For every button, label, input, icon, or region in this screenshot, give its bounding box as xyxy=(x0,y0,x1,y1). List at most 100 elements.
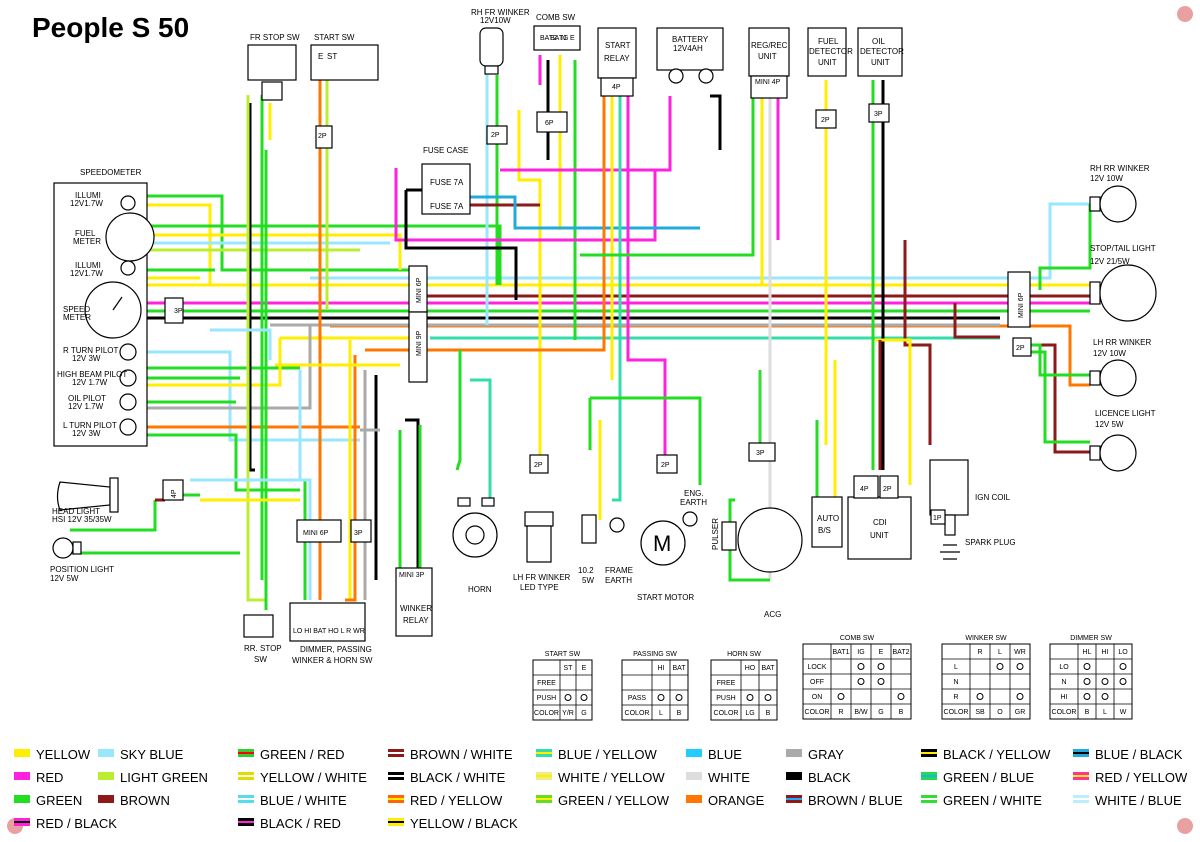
dimmer-block-label-2: WINKER & HORN SW xyxy=(292,656,373,665)
oil-detector-label-2: DETECTOR xyxy=(860,47,904,56)
switch-table-cell: Y/R xyxy=(562,710,574,717)
start-motor xyxy=(640,520,686,566)
legend-stripe xyxy=(238,798,254,800)
legend-item: ORANGE xyxy=(686,793,765,808)
high-beam-label-2: 12V 1.7W xyxy=(72,378,108,387)
frame-earth-label-1: FRAME xyxy=(605,566,633,575)
legend-swatch xyxy=(686,795,702,803)
dimmer-block-label-1: DIMMER, PASSING xyxy=(300,645,372,654)
motor-m-label: M xyxy=(653,531,671,556)
rr-stop-label-1: RR. STOP xyxy=(244,644,282,653)
fuel-detector-unit xyxy=(807,27,847,77)
legend-item: SKY BLUE xyxy=(98,747,184,762)
conn-2p-lhfr: 2P xyxy=(534,462,543,469)
legend-item: WHITE xyxy=(686,770,750,785)
dimmer-terms-label: LO HI BAT HO L R WR xyxy=(293,628,365,635)
switch-table-title: PASSING SW xyxy=(633,651,677,658)
start-relay-label-1: START xyxy=(605,41,631,50)
legend-label: LIGHT GREEN xyxy=(120,770,208,785)
licence-light-label-2: 12V 5W xyxy=(1095,420,1124,429)
legend-label: BLACK / WHITE xyxy=(410,770,506,785)
contact-mark xyxy=(675,694,683,701)
conn-3p-dimmer: 3P xyxy=(354,530,363,537)
legend-item: GREEN / RED xyxy=(238,747,345,762)
switch-table-cell: BAT xyxy=(761,665,775,672)
switch-table-cell: COLOR xyxy=(805,709,830,716)
legend-label: BLUE xyxy=(708,747,742,762)
switch-table-cell: HI xyxy=(658,665,665,672)
high-beam-label-1: HIGH BEAM PILOT xyxy=(57,370,127,379)
conn-2p-fuel: 2P xyxy=(821,117,830,124)
legend-stripe xyxy=(388,752,404,754)
auto-bs-label-2: B/S xyxy=(818,526,831,535)
conn-4p-relay: 4P xyxy=(612,84,621,91)
eng-earth-label-1: ENG. xyxy=(684,489,704,498)
switch-table-cell: SB xyxy=(975,709,985,716)
lh-fr-winker-label-1: LH FR WINKER xyxy=(513,573,571,582)
cdi-label-2: UNIT xyxy=(870,531,889,540)
legend-stripe xyxy=(1073,775,1089,777)
legend-label: RED / YELLOW xyxy=(1095,770,1188,785)
legend-swatch xyxy=(686,749,702,757)
fuel-meter-label-2: METER xyxy=(73,237,101,246)
switch-table-cell: B xyxy=(766,710,771,717)
legend-item: BLACK / YELLOW xyxy=(921,747,1051,762)
legend-item: RED xyxy=(14,770,63,785)
switch-table-cell: WR xyxy=(1014,649,1026,656)
switch-table-cell: FREE xyxy=(537,680,556,687)
r-turn-pilot-label-2: 12V 3W xyxy=(72,354,101,363)
conn-3p-speedo: 3P xyxy=(174,308,183,315)
switch-table-cell: BAT1 xyxy=(833,649,850,656)
conn-mini4p-regrec: MINI 4P xyxy=(755,79,781,86)
legend-item: YELLOW xyxy=(14,747,91,762)
legend-label: GREEN / WHITE xyxy=(943,793,1042,808)
legend-item: BROWN xyxy=(98,793,170,808)
speedometer xyxy=(53,182,155,447)
lh-rr-winker xyxy=(1089,359,1137,397)
start-sw-label: START SW xyxy=(314,33,355,42)
legend-stripe xyxy=(388,798,404,800)
position-light xyxy=(52,537,82,559)
ign-coil xyxy=(929,459,969,560)
legend-label: GREEN xyxy=(36,793,82,808)
switch-table-cell: B xyxy=(899,709,904,716)
oil-detector-label-3: UNIT xyxy=(871,58,890,67)
switch-table-cell: FREE xyxy=(717,680,736,687)
switch-table-cell: OFF xyxy=(810,679,824,686)
conn-2p-rear: 2P xyxy=(1016,345,1025,352)
eng-earth-label-2: EARTH xyxy=(680,498,707,507)
conn-mini6p-rear: MINI 6P xyxy=(1018,292,1025,318)
rr-stop-switch xyxy=(243,614,274,638)
switch-table-cell: W xyxy=(1120,709,1127,716)
conn-2p-cdi: 2P xyxy=(883,486,892,493)
comb-term-e: E xyxy=(570,35,575,42)
switch-table-cell: ON xyxy=(812,694,823,701)
contact-mark xyxy=(976,693,984,700)
legend-item: BLACK / WHITE xyxy=(388,770,506,785)
legend-item: WHITE / YELLOW xyxy=(536,770,665,785)
legend-stripe xyxy=(1073,752,1089,754)
fuse2-label: FUSE 7A xyxy=(430,202,464,211)
acg-label: ACG xyxy=(764,610,781,619)
rh-fr-winker xyxy=(479,27,504,75)
contact-mark xyxy=(1101,678,1109,685)
pulser-label: PULSER xyxy=(711,518,720,550)
oil-detector-unit xyxy=(857,27,903,77)
conn-mini6p-center: MINI 6P xyxy=(416,277,423,303)
battery-label-2: 12V4AH xyxy=(673,44,703,53)
legend-stripe xyxy=(14,821,30,823)
auto-bs xyxy=(811,496,843,548)
reg-rec-label-1: REG/REC xyxy=(751,41,788,50)
legend-label: SKY BLUE xyxy=(120,747,184,762)
switch-table-cell: R xyxy=(953,694,958,701)
oil-pilot-label-2: 12V 1.7W xyxy=(68,402,104,411)
conn-2p-start: 2P xyxy=(318,133,327,140)
legend-swatch xyxy=(98,772,114,780)
legend-item: GRAY xyxy=(786,747,844,762)
reg-rec-label-2: UNIT xyxy=(758,52,777,61)
